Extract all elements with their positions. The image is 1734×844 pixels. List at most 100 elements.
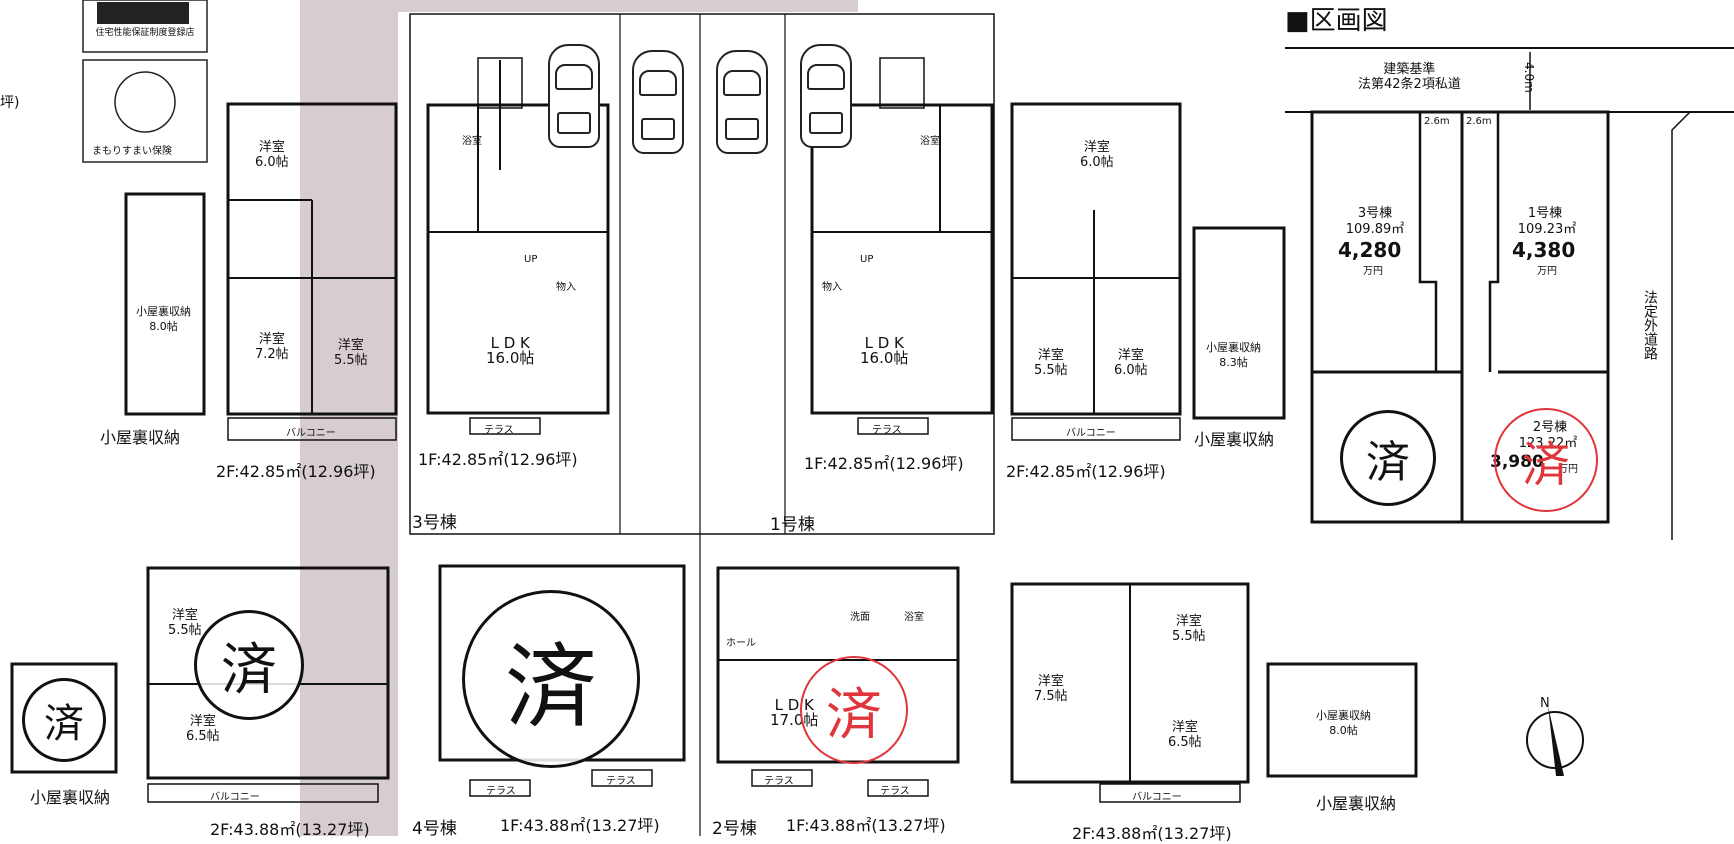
b3-room-55: 洋室 5.5帖	[334, 338, 368, 368]
b1-balcony-box	[1011, 417, 1181, 441]
plat-frontage-b: 2.6m	[1466, 116, 1492, 127]
gray-band-top	[398, 0, 858, 12]
plat-flag-pole-right	[1488, 112, 1500, 372]
b4-balcony-label: バルコニー	[210, 792, 260, 803]
b2-room-75: 洋室 7.5帖	[1034, 674, 1068, 704]
b1-room-55: 洋室 5.5帖	[1034, 348, 1068, 378]
b3-building-label: 3号棟	[412, 513, 457, 533]
b2-terrace-label: テラス	[764, 776, 794, 787]
b3-2f-area: 2F:42.85㎡(12.96坪)	[216, 462, 376, 481]
b2-bath-label: 浴室	[904, 612, 924, 623]
b4-attic-sold-stamp: 済	[22, 678, 106, 762]
b2-room-55: 洋室 5.5帖	[1172, 614, 1206, 644]
b2-1f-walls	[716, 566, 960, 764]
plat-lot-3-area: 109.89㎡	[1345, 222, 1405, 237]
plat-outer-road: 法定外道路	[1642, 290, 1658, 360]
plat-lot-3-unit: 万円	[1363, 266, 1383, 277]
b3-attic-room: 小屋裏収納 8.0帖	[136, 305, 191, 333]
b1-balcony-label: バルコニー	[1066, 428, 1116, 439]
b1-terrace-box	[857, 417, 929, 435]
b1-2f-area: 2F:42.85㎡(12.96坪)	[1006, 462, 1166, 481]
b4-2f-walls	[146, 566, 390, 780]
plat-sold-stamp: 済	[1340, 410, 1436, 506]
b3-terrace-label: テラス	[484, 425, 514, 436]
b4-balcony-box	[147, 783, 379, 803]
b3-up-label: UP	[524, 254, 538, 265]
b4-building-label: 4号棟	[412, 819, 457, 839]
b4-terrace-label-2: テラス	[606, 776, 636, 787]
b3-balcony-label: バルコニー	[286, 428, 336, 439]
insurance-badge-frame	[82, 59, 208, 163]
car-icon	[800, 44, 852, 148]
plat-outer-road-edge	[1671, 111, 1691, 540]
b1-storage-label: 物入	[822, 282, 842, 293]
b3-bath-label: 浴室	[462, 136, 482, 147]
site-frame-top	[409, 13, 995, 535]
b2-balcony-label: バルコニー	[1132, 792, 1182, 803]
b2-attic-room: 小屋裏収納 8.0帖	[1316, 709, 1371, 737]
b3-balcony-box	[227, 417, 397, 441]
b2-building-label: 2号棟	[712, 819, 757, 839]
b1-bath-label: 浴室	[920, 136, 940, 147]
b2-sold-stamp: 済	[800, 656, 908, 764]
b1-attic-walls	[1192, 226, 1286, 420]
b3-ldk: L D K 16.0帖	[486, 334, 535, 367]
plat-lot-2-sold-stamp: 済	[1494, 408, 1598, 512]
b1-2f-walls	[1010, 102, 1182, 416]
b1-attic-room: 小屋裏収納 8.3帖	[1206, 341, 1261, 369]
b4-2f-area: 2F:43.88㎡(13.27坪)	[210, 820, 370, 839]
b2-terrace-label-2: テラス	[880, 786, 910, 797]
b3-attic-caption: 小屋裏収納	[100, 428, 181, 447]
registered-badge-text: 住宅性能保証制度登録店	[95, 28, 195, 38]
b2-2f-area: 2F:43.88㎡(13.27坪)	[1072, 824, 1232, 843]
b1-terrace-label: テラス	[872, 425, 902, 436]
b3-room-6: 洋室 6.0帖	[255, 140, 289, 170]
partial-caption: 坪)	[0, 95, 20, 111]
b1-porch-grid	[879, 57, 925, 109]
b3-storage-label: 物入	[556, 282, 576, 293]
b2-attic-caption: 小屋裏収納	[1316, 794, 1397, 813]
car-icon	[548, 44, 600, 148]
plat-lot-1-name: 1号棟	[1527, 206, 1563, 221]
b2-wash-label: 洗面	[850, 612, 870, 623]
b3-porch-grid	[477, 57, 523, 109]
plat-flag-pole-left	[1418, 112, 1438, 372]
b1-ldk: L D K 16.0帖	[860, 334, 909, 367]
b3-attic-walls	[124, 192, 206, 416]
plat-frontage-a: 2.6m	[1424, 116, 1450, 127]
b1-1f-walls	[810, 103, 994, 415]
plat-title: ■区画図	[1285, 6, 1388, 36]
b3-1f-walls	[426, 103, 610, 415]
b1-building-label: 1号棟	[770, 515, 815, 535]
b3-terrace-box	[469, 417, 541, 435]
compass-needle	[1548, 706, 1564, 776]
compass-north-label: N	[1540, 696, 1550, 711]
b4-room-55: 洋室 5.5帖	[168, 608, 202, 638]
b1-up-label: UP	[860, 254, 874, 265]
plat-road-label: 建築基準 法第42条2項私道	[1358, 62, 1461, 92]
b1-attic-caption: 小屋裏収納	[1194, 430, 1275, 449]
car-icon	[716, 50, 768, 154]
b2-hall-label: ホール	[726, 638, 756, 649]
b4-terrace-label: テラス	[486, 786, 516, 797]
plat-road-width: 4.0m	[1522, 62, 1536, 93]
b2-1f-area: 1F:43.88㎡(13.27坪)	[786, 816, 946, 835]
mascot-icon	[114, 71, 176, 133]
b4-attic-walls	[10, 662, 118, 774]
b1-room-6a: 洋室 6.0帖	[1080, 140, 1114, 170]
plat-lot-3-name: 3号棟	[1357, 206, 1393, 221]
b2-room-65: 洋室 6.5帖	[1168, 720, 1202, 750]
insurance-badge-text: まもりすまい保険	[92, 146, 172, 157]
registered-badge-frame	[82, 0, 208, 53]
plat-lot-1-and-2	[1460, 110, 1610, 524]
plat-lot-1-area: 109.23㎡	[1517, 222, 1577, 237]
registered-badge-logo	[97, 2, 189, 24]
b4-1f-area: 1F:43.88㎡(13.27坪)	[500, 816, 660, 835]
b4-room-65: 洋室 6.5帖	[186, 714, 220, 744]
b1-1f-area: 1F:42.85㎡(12.96坪)	[804, 454, 964, 473]
b4-2f-sold-stamp: 済	[194, 610, 304, 720]
b2-attic-walls	[1266, 662, 1418, 778]
b3-room-72: 洋室 7.2帖	[255, 332, 289, 362]
plat-lot-1-unit: 万円	[1537, 266, 1557, 277]
